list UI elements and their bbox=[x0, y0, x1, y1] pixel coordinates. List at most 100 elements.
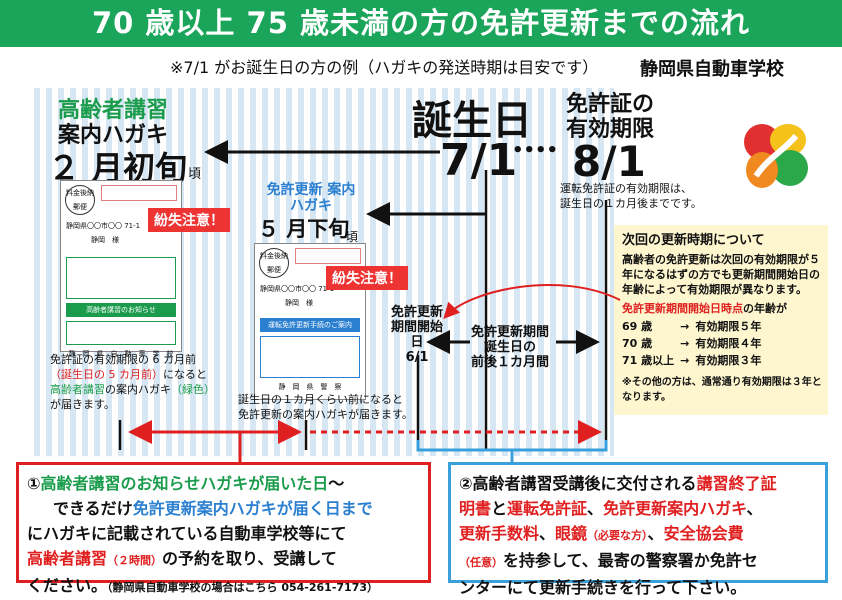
desc-line: 誕生日の１カ月くらい前になると bbox=[238, 393, 403, 406]
annai-hagaki-label: 案内ハガキ bbox=[58, 123, 169, 148]
info-highlight-rest: の年齢が bbox=[743, 302, 787, 315]
box2-red-small: （必要な方） bbox=[587, 529, 648, 542]
term-cell: 有効期限５年 bbox=[695, 320, 762, 333]
step-number: ① bbox=[27, 474, 41, 493]
info-body: 高齢者の免許更新は次回の有効期限が５年になるはずの方でも更新期間開始日の年齢によ… bbox=[622, 253, 820, 296]
lost-warning-badge: 紛失注意！ bbox=[148, 208, 230, 232]
box2-red: 眼鏡 bbox=[555, 524, 588, 543]
table-row: 70 歳→有効期限４年 bbox=[622, 335, 767, 352]
desc-green: （緑色） bbox=[171, 383, 215, 396]
renewal-period-label: 免許更新期間 誕生日の 前後１カ月間 bbox=[460, 325, 560, 370]
license-line: 有効期限 bbox=[566, 117, 655, 142]
start-line: 免許更新 bbox=[390, 305, 443, 320]
box1-text: ～ bbox=[328, 474, 345, 493]
koureisha-description: 免許証の有効期限の 6 カ月前 （誕生日の 5 カ月前）になると 高齢者講習の案… bbox=[50, 352, 240, 412]
birthday-date: 7/1 bbox=[440, 135, 518, 186]
license-expiry-label: 免許証の 有効期限 bbox=[566, 92, 654, 142]
box1-contact: （静岡県自動車学校の場合はこちら 054-261-7173） bbox=[107, 581, 379, 594]
box1-text: できるだけ bbox=[53, 499, 133, 518]
example-note: ※7/1 がお誕生日の方の例（ハガキの発送時期は目安です） bbox=[170, 58, 599, 77]
arrow-age-check bbox=[443, 283, 621, 319]
info-footnote: ※その他の方は、通常通り有効期限は３年となります。 bbox=[622, 377, 822, 403]
box1-red-small: （２時間） bbox=[107, 554, 163, 567]
renew-card-label: 免許更新 案内ハガキ bbox=[266, 182, 356, 214]
school-name: 静岡県自動車学校 bbox=[640, 59, 784, 80]
box1-blue: 免許更新案内ハガキが届く日まで bbox=[132, 499, 373, 518]
term-cell: 有効期限３年 bbox=[695, 354, 762, 367]
desc-green: 高齢者講習 bbox=[50, 383, 105, 396]
page-title: 70 歳以上 75 歳未満の方の免許更新までの流れ bbox=[0, 0, 842, 47]
desc-red: （誕生日の 5 カ月前） bbox=[50, 368, 163, 381]
box2-text: 、 bbox=[746, 499, 763, 518]
period-line: 免許更新期間 bbox=[470, 325, 549, 340]
box2-text: 、 bbox=[587, 499, 604, 518]
box2-red-small: （任意） bbox=[459, 556, 503, 569]
info-highlight: 免許更新期間開始日時点 bbox=[622, 302, 743, 315]
desc-line: 免許証の有効期限の 6 カ月前 bbox=[50, 353, 196, 366]
postcard-name: 静岡 様 bbox=[285, 299, 313, 307]
postcard-name: 静岡 様 bbox=[91, 236, 119, 244]
feb-suffix: 頃 bbox=[188, 167, 202, 182]
postcard-stamp: 料金後納 郵便 bbox=[259, 248, 289, 278]
postcard-band: 高齢者講習のお知らせ bbox=[66, 303, 176, 317]
info-title: 次回の更新時期について bbox=[622, 233, 765, 248]
box2-text: 、 bbox=[647, 524, 664, 543]
box2-red: 安全協会費 bbox=[663, 524, 744, 543]
term-cell: 有効期限４年 bbox=[695, 337, 762, 350]
postcard-address: 静岡県〇〇市〇〇 71-1 bbox=[260, 285, 335, 293]
box1-green: 高齢者講習のお知らせハガキが届いた日 bbox=[40, 474, 329, 493]
license-line: 免許証の bbox=[566, 92, 655, 117]
box1-text: ください。 bbox=[27, 576, 108, 595]
renew-postcard: 料金後納 郵便 静岡県〇〇市〇〇 71-1 静岡 様 運転免許更新手続のご案内 … bbox=[254, 243, 366, 400]
lost-warning-badge: 紛失注意！ bbox=[326, 266, 408, 290]
postcard-address: 静岡県〇〇市〇〇 71-1 bbox=[66, 222, 141, 230]
box2-text: 高齢者講習受講後に交付される bbox=[472, 474, 697, 493]
age-term-table: 69 歳 → 有効期限５年 70 歳→有効期限４年 71 歳以上 → 有効期限３年 bbox=[622, 318, 767, 369]
arrow-cell: → bbox=[680, 320, 690, 333]
desc-line: が届きます。 bbox=[50, 398, 115, 411]
arrow-cell: → bbox=[680, 354, 690, 367]
age-cell: 71 歳以上 bbox=[622, 354, 675, 367]
desc-line: になると bbox=[163, 368, 207, 381]
box2-red: 更新手数料 bbox=[459, 524, 540, 543]
box1-red: 高齢者講習 bbox=[27, 549, 108, 568]
koureisha-label: 高齢者講習 bbox=[58, 98, 169, 123]
bracket-box2 bbox=[416, 440, 608, 462]
box2-text: ンターにて更新手続きを行って下さい。 bbox=[459, 578, 747, 597]
period-line: 前後１カ月間 bbox=[470, 355, 549, 370]
expiry-date: 8/1 bbox=[572, 137, 646, 186]
postcard-stamp: 料金後納 郵便 bbox=[65, 185, 95, 215]
box2-text: と bbox=[491, 499, 508, 518]
step-number: ② bbox=[459, 474, 473, 493]
validity-note: 運転免許証の有効期限は、 誕生日の１カ月後までです。 bbox=[560, 181, 702, 211]
school-logo-icon bbox=[744, 124, 808, 188]
may-suffix: 頃 bbox=[346, 230, 359, 244]
postcard-band: 運転免許更新手続のご案内 bbox=[260, 318, 360, 332]
desc-line: の案内ハガキ bbox=[105, 383, 171, 396]
may-date: ５ 月下旬 bbox=[258, 217, 350, 241]
dots-arrow: •••• bbox=[512, 140, 559, 161]
step2-box: ②高齢者講習受講後に交付される講習終了証 明書と運転免許証、免許更新案内ハガキ、… bbox=[448, 462, 828, 597]
box2-text: 、 bbox=[539, 524, 556, 543]
renew-description: 誕生日の１カ月くらい前になると 免許更新の案内ハガキが届きます。 bbox=[238, 392, 448, 422]
box2-red: 運転免許証 bbox=[507, 499, 588, 518]
age-cell: 70 歳 bbox=[622, 337, 653, 350]
box2-red: 講習終了証 bbox=[696, 474, 777, 493]
box2-red: 免許更新案内ハガキ bbox=[603, 499, 747, 518]
box2-red: 明書 bbox=[459, 499, 492, 518]
box2-text: を持参して、最寄の警察署か免許セ bbox=[503, 551, 758, 570]
validity-line: 運転免許証の有効期限は、 bbox=[560, 182, 692, 195]
period-line: 誕生日の bbox=[483, 340, 536, 355]
box1-text: にハガキに記載されている自動車学校等にて bbox=[27, 524, 347, 543]
validity-line: 誕生日の１カ月後までです。 bbox=[560, 197, 702, 210]
postcard-school: 静 岡 県 自 動 車 学 校 bbox=[68, 350, 174, 358]
box1-text: の予約を取り、受講して bbox=[162, 549, 337, 568]
desc-line: 免許更新の案内ハガキが届きます。 bbox=[238, 408, 413, 421]
table-row: 69 歳 → 有効期限５年 bbox=[622, 318, 767, 335]
birthday-label: 誕生日 bbox=[412, 98, 532, 144]
postcard-school: 静 岡 県 警 察 bbox=[278, 383, 342, 391]
step1-box: ①高齢者講習のお知らせハガキが届いた日～ できるだけ免許更新案内ハガキが届く日ま… bbox=[16, 462, 431, 595]
age-cell: 69 歳 bbox=[622, 320, 653, 333]
next-renewal-info-box: 次回の更新時期について 高齢者の免許更新は次回の有効期限が５年になるはずの方でも… bbox=[614, 225, 828, 415]
